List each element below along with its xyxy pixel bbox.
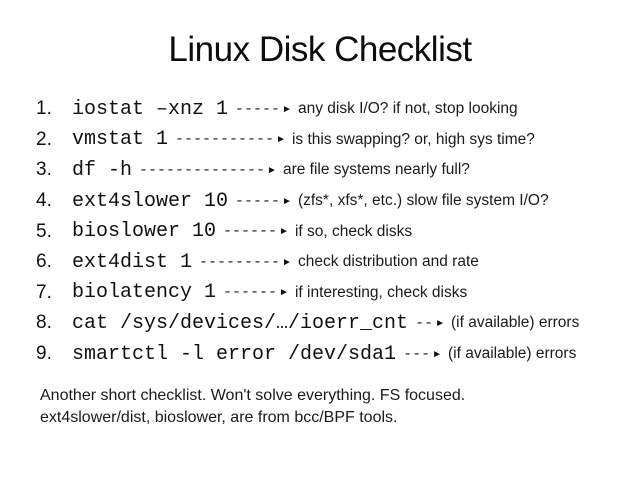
- checklist-item: 4. ext4slower 10 ----- ► (zfs*, xfs*, et…: [36, 186, 640, 217]
- arrow-dashes: ---------: [199, 253, 281, 271]
- arrowhead-icon: ►: [267, 164, 277, 176]
- item-command: vmstat 1: [72, 128, 169, 152]
- arrowhead-icon: ►: [282, 103, 292, 115]
- item-description: if interesting, check disks: [294, 283, 468, 301]
- item-number: 3.: [36, 159, 52, 181]
- arrow-dashes: ---: [403, 345, 431, 363]
- arrowhead-icon: ►: [435, 317, 445, 329]
- checklist-item: 2. vmstat 1 ----------- ► is this swappi…: [36, 125, 640, 156]
- item-number: 7.: [36, 281, 52, 303]
- arrowhead-icon: ►: [279, 226, 289, 238]
- checklist-item: 1. iostat –xnz 1 ----- ► any disk I/O? i…: [36, 94, 640, 125]
- item-description: if so, check disks: [294, 222, 413, 240]
- item-description: is this swapping? or, high sys time?: [291, 130, 535, 148]
- item-number: 4.: [36, 190, 52, 212]
- footer-line-2: ext4slower/dist, bioslower, are from bcc…: [40, 409, 398, 427]
- item-description: (if available) errors: [450, 314, 580, 332]
- item-description: (zfs*, xfs*, etc.) slow file system I/O?: [297, 192, 549, 210]
- checklist: 1. iostat –xnz 1 ----- ► any disk I/O? i…: [36, 94, 640, 369]
- item-command: bioslower 10: [72, 220, 217, 244]
- arrow-dashes: -----: [235, 100, 281, 118]
- item-description: check distribution and rate: [297, 253, 479, 271]
- footer-line-1: Another short checklist. Won't solve eve…: [40, 387, 466, 405]
- arrow-dashes: -----------: [175, 131, 275, 149]
- item-command: ext4dist 1: [72, 250, 193, 274]
- item-number: 2.: [36, 128, 52, 150]
- item-description: are file systems nearly full?: [282, 161, 470, 179]
- item-number: 6.: [36, 251, 52, 273]
- slide-title: Linux Disk Checklist: [168, 30, 472, 69]
- arrow-dashes: ------: [223, 223, 278, 241]
- arrow-dashes: --: [415, 314, 434, 332]
- item-number: 8.: [36, 312, 52, 334]
- checklist-item: 9. smartctl -l error /dev/sda1 --- ► (if…: [36, 339, 640, 370]
- item-number: 1.: [36, 98, 52, 120]
- item-command: cat /sys/devices/…/ioerr_cnt: [72, 311, 409, 335]
- item-command: smartctl -l error /dev/sda1: [72, 342, 397, 366]
- footer-note: Another short checklist. Won't solve eve…: [40, 385, 640, 429]
- arrowhead-icon: ►: [276, 134, 286, 146]
- item-number: 5.: [36, 220, 52, 242]
- checklist-item: 5. bioslower 10 ------ ► if so, check di…: [36, 216, 640, 247]
- item-command: biolatency 1: [72, 281, 217, 305]
- arrow-dashes: -----: [235, 192, 281, 210]
- item-description: any disk I/O? if not, stop looking: [297, 100, 518, 118]
- arrowhead-icon: ►: [432, 348, 442, 360]
- checklist-item: 6. ext4dist 1 --------- ► check distribu…: [36, 247, 640, 278]
- arrow-dashes: --------------: [139, 161, 266, 179]
- arrowhead-icon: ►: [279, 287, 289, 299]
- item-number: 9.: [36, 343, 52, 365]
- arrow-dashes: ------: [223, 284, 278, 302]
- item-command: ext4slower 10: [72, 189, 229, 213]
- item-command: iostat –xnz 1: [72, 97, 229, 121]
- item-description: (if available) errors: [447, 345, 577, 363]
- item-command: df -h: [72, 158, 133, 182]
- arrowhead-icon: ►: [282, 256, 292, 268]
- checklist-item: 3. df -h -------------- ► are file syste…: [36, 155, 640, 186]
- checklist-item: 7. biolatency 1 ------ ► if interesting,…: [36, 278, 640, 309]
- checklist-item: 8. cat /sys/devices/…/ioerr_cnt -- ► (if…: [36, 308, 640, 339]
- arrowhead-icon: ►: [282, 195, 292, 207]
